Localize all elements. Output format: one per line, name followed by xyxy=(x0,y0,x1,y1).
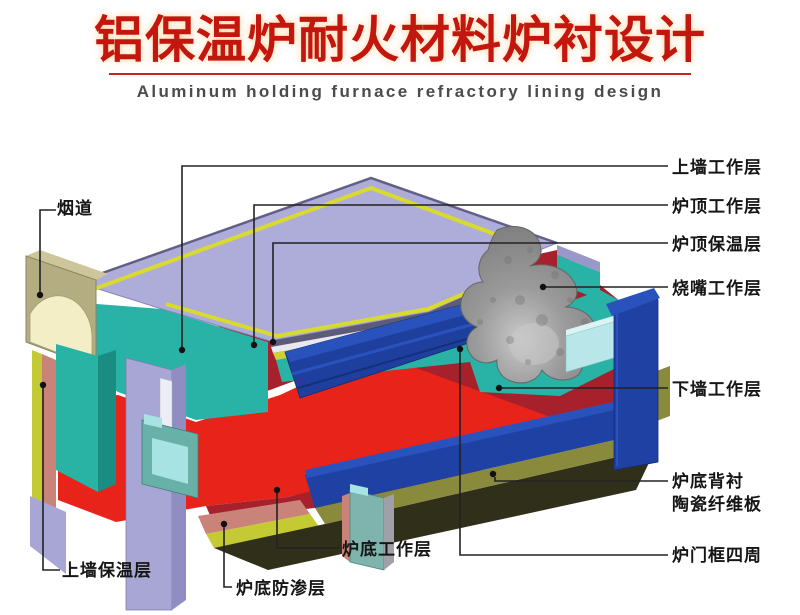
roof-front-slate-band xyxy=(270,281,503,347)
roof-front-white-band xyxy=(271,287,507,353)
pointer-upper-wall-insulation xyxy=(42,388,60,571)
door-sill-salmon-sliver xyxy=(342,493,350,562)
dot-flue xyxy=(36,291,44,299)
bottom-dark-shadow-band xyxy=(214,448,656,570)
pillar-channel-inner xyxy=(152,438,188,484)
roof-right-end-teal xyxy=(557,255,600,300)
dot-bottom-work xyxy=(273,486,281,494)
label-flue: 烟道 xyxy=(57,199,93,218)
dot-roof-work xyxy=(250,341,258,349)
title-divider xyxy=(109,73,691,75)
pointer-upper-wall-work xyxy=(181,165,668,348)
door-lintel-molding-highlight xyxy=(291,322,475,376)
label-bottom-work: 炉底工作层 xyxy=(342,540,432,559)
pointer-door-frame xyxy=(459,351,668,556)
dot-roof-insulation xyxy=(269,338,277,346)
label-burner-work: 烧嘴工作层 xyxy=(672,279,762,298)
page-title: 铝保温炉耐火材料炉衬设计 xyxy=(94,12,706,68)
left-outer-shell-lavender xyxy=(30,496,66,574)
pointer-bottom-seepage xyxy=(223,527,232,588)
bottom-backing-olive-band xyxy=(315,432,656,524)
left-wall-work-teal-side xyxy=(98,350,116,492)
dot-upper-wall-insulation xyxy=(39,381,47,389)
label-roof-work: 炉顶工作层 xyxy=(672,197,762,216)
roof-right-end-lavender xyxy=(557,245,600,272)
label-door-frame: 炉门框四周 xyxy=(672,546,762,565)
pointer-dots xyxy=(36,283,547,528)
roof-back-edge-line xyxy=(42,176,558,296)
pillar-channel-cap xyxy=(144,414,162,428)
flue-arch-opening xyxy=(29,295,93,367)
left-wall-insulation-salmon xyxy=(42,354,56,542)
bottom-frame-blue-slab-top xyxy=(305,395,647,478)
dot-lower-wall-work xyxy=(495,384,503,392)
dot-door-frame xyxy=(456,345,464,353)
dot-bottom-seepage xyxy=(220,520,228,528)
label-lower-wall-work: 下墙工作层 xyxy=(672,380,762,399)
door-sill-post-cap xyxy=(350,484,368,496)
pointer-lines xyxy=(39,165,668,588)
label-bottom-backing: 炉底背衬 陶瓷纤维板 xyxy=(672,472,762,514)
burner-hotspot xyxy=(509,323,559,365)
page-subtitle: Aluminum holding furnace refractory lini… xyxy=(136,82,664,101)
pointer-roof-insulation xyxy=(272,242,668,340)
right-frame-column xyxy=(613,289,659,471)
label-upper-wall-insulation: 上墙保温层 xyxy=(62,561,152,580)
door-lintel-beam-top xyxy=(285,302,476,362)
label-roof-insulation: 炉顶保温层 xyxy=(672,235,762,254)
dot-bottom-backing xyxy=(489,470,497,478)
left-wall-yellow-seal xyxy=(32,350,42,542)
dot-upper-wall-work xyxy=(178,346,186,354)
pointer-roof-work xyxy=(253,204,668,343)
pointer-flue xyxy=(39,209,56,292)
burner-block xyxy=(460,226,597,384)
dot-burner-work xyxy=(539,283,547,291)
pointer-bottom-backing xyxy=(494,477,668,482)
bottom-yellow-seal-band xyxy=(206,514,320,548)
label-bottom-seepage: 炉底防渗层 xyxy=(236,579,326,598)
bottom-frame-blue-slab xyxy=(305,400,650,508)
door-lintel-molding-shadow xyxy=(297,335,478,389)
right-frame-column-molding xyxy=(606,288,660,316)
left-wall-work-teal xyxy=(56,344,98,492)
flue-block-top xyxy=(26,250,108,280)
pointer-bottom-work xyxy=(276,493,340,549)
header: 铝保温炉耐火材料炉衬设计 Aluminum holding furnace re… xyxy=(0,0,800,102)
door-sill-post-side xyxy=(384,494,394,570)
roof-work-layer-left xyxy=(44,300,268,420)
label-upper-wall-work: 上墙工作层 xyxy=(672,158,762,177)
